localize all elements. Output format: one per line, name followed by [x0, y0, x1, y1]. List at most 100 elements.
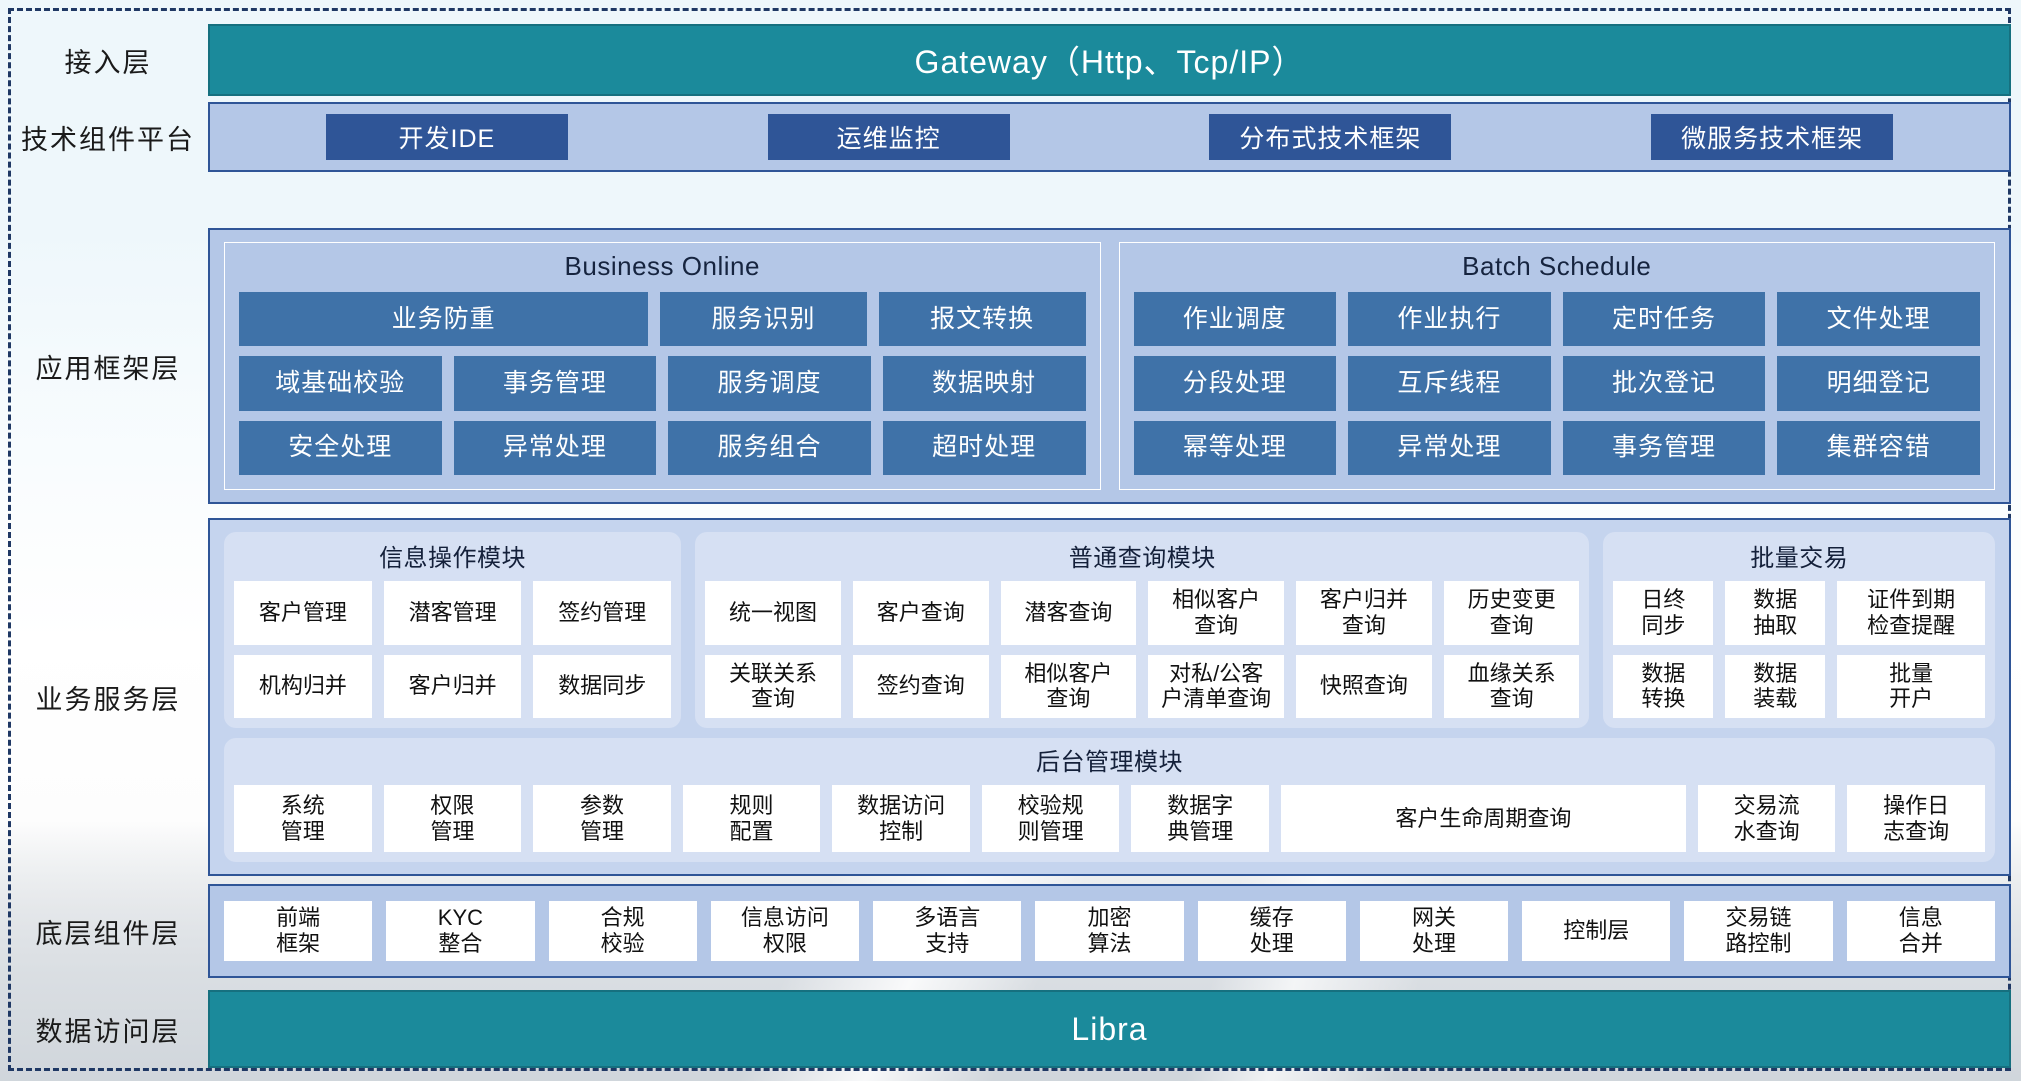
card-title-info-operation: 信息操作模块 [379, 545, 527, 572]
card-row: 数据 转换 数据 装载 批量 开户 [1613, 654, 1985, 718]
cell-prospect-query[interactable]: 潜客查询 [1000, 581, 1137, 645]
layer-row-tech: 技术组件平台 开发IDE 运维监控 分布式技术框架 微服务技术框架 [8, 102, 2011, 172]
cell-batch-account-open[interactable]: 批量 开户 [1837, 654, 1985, 718]
tech-chip-ide[interactable]: 开发IDE [325, 114, 568, 160]
cell-cluster-tolerance[interactable]: 集群容错 [1777, 420, 1980, 475]
cell-data-mapping[interactable]: 数据映射 [882, 356, 1086, 411]
cell-business-defense[interactable]: 业务防重 [239, 292, 649, 347]
cell-file-process[interactable]: 文件处理 [1777, 292, 1980, 347]
group-batch-schedule: Batch Schedule 作业调度 作业执行 定时任务 文件处理 分段处理 … [1118, 242, 1995, 490]
cell-timed-task[interactable]: 定时任务 [1562, 292, 1766, 347]
libra-bar[interactable]: Libra [208, 990, 2011, 1068]
cell-validation-rule-mgmt[interactable]: 校验规 则管理 [981, 785, 1120, 852]
cell-security-process[interactable]: 安全处理 [239, 420, 442, 475]
cell-customer-merge-query[interactable]: 客户归并 查询 [1296, 581, 1432, 645]
business-service-panel: 信息操作模块 客户管理 潜客管理 签约管理 机构归并 客户归并 数据同步 [208, 518, 2011, 876]
cell-idempotent[interactable]: 幂等处理 [1133, 420, 1337, 475]
layer-label-appframe: 应用框架层 [35, 353, 181, 384]
cell-contract-query[interactable]: 签约查询 [852, 654, 989, 718]
cell-service-identify[interactable]: 服务识别 [660, 292, 867, 347]
cell-data-access-control[interactable]: 数据访问 控制 [832, 785, 970, 852]
cell-unified-view[interactable]: 统一视图 [705, 581, 841, 645]
tech-chip-distributed[interactable]: 分布式技术框架 [1209, 114, 1452, 160]
cell-job-schedule[interactable]: 作业调度 [1133, 292, 1337, 347]
cell-detail-register[interactable]: 明细登记 [1777, 356, 1980, 411]
layer-row-business-service: 业务服务层 信息操作模块 客户管理 潜客管理 签约管理 [8, 518, 2011, 876]
cell-data-dictionary-mgmt[interactable]: 数据字 典管理 [1131, 785, 1270, 852]
component-strip: 前端 框架 KYC 整合 合规 校验 信息访问 权限 多语言 支持 加密 算法 … [208, 884, 2011, 978]
appframe-layer-body: Business Online 业务防重 服务识别 报文转换 域基础校验 事务管… [208, 228, 2011, 504]
access-layer-body: Gateway（Http、Tcp/IP） [208, 24, 2011, 96]
gateway-bar[interactable]: Gateway（Http、Tcp/IP） [208, 24, 2011, 96]
cell-transaction-batch[interactable]: 事务管理 [1562, 420, 1766, 475]
cell-permission-mgmt[interactable]: 权限 管理 [383, 785, 522, 852]
cell-contract-mgmt[interactable]: 签约管理 [533, 581, 672, 645]
cell-transaction-mgmt[interactable]: 事务管理 [453, 356, 657, 411]
cell-data-load[interactable]: 数据 装载 [1725, 654, 1826, 718]
cell-batch-register[interactable]: 批次登记 [1562, 356, 1766, 411]
cell-kinship-query[interactable]: 血缘关系 查询 [1443, 654, 1580, 718]
cell-transaction-flow-query[interactable]: 交易流 水查询 [1697, 785, 1836, 852]
cell-operation-log-query[interactable]: 操作日 志查询 [1847, 785, 1985, 852]
cell-private-corporate-list-query[interactable]: 对私/公客 户清单查询 [1148, 654, 1285, 718]
cell-domain-validate[interactable]: 域基础校验 [239, 356, 442, 411]
cell-customer-lifecycle-query[interactable]: 客户生命周期查询 [1281, 785, 1686, 852]
cell-customer-query[interactable]: 客户查询 [852, 581, 989, 645]
cell-similar-customer-query[interactable]: 相似客户 查询 [1148, 581, 1285, 645]
cell-info-merge[interactable]: 信息 合并 [1846, 901, 1995, 961]
group-row: 域基础校验 事务管理 服务调度 数据映射 [239, 356, 1086, 411]
cell-parameter-mgmt[interactable]: 参数 管理 [533, 785, 671, 852]
cell-rule-config[interactable]: 规则 配置 [682, 785, 821, 852]
cell-exception-process[interactable]: 异常处理 [453, 420, 657, 475]
card-row: 日终 同步 数据 抽取 证件到期 检查提醒 [1613, 581, 1985, 645]
cell-org-merge[interactable]: 机构归并 [234, 654, 372, 718]
cell-timeout-process[interactable]: 超时处理 [882, 420, 1086, 475]
layer-row-appframe: 应用框架层 Business Online 业务防重 服务识别 报文转换 域基础… [8, 228, 2011, 504]
layer-row-component: 底层组件层 前端 框架 KYC 整合 合规 校验 信息访问 权限 多语言 支持 … [8, 884, 2011, 978]
cell-gateway-processing[interactable]: 网关 处理 [1359, 901, 1509, 961]
cell-mutex-thread[interactable]: 互斥线程 [1348, 356, 1551, 411]
cell-kyc-integration[interactable]: KYC 整合 [386, 901, 535, 961]
cell-cert-expiry-reminder[interactable]: 证件到期 检查提醒 [1837, 581, 1985, 645]
layer-row-access: 接入层 Gateway（Http、Tcp/IP） [8, 24, 2011, 96]
component-layer-body: 前端 框架 KYC 整合 合规 校验 信息访问 权限 多语言 支持 加密 算法 … [208, 884, 2011, 978]
cell-service-compose[interactable]: 服务组合 [668, 420, 871, 475]
cell-history-change-query[interactable]: 历史变更 查询 [1443, 581, 1580, 645]
cell-message-transform[interactable]: 报文转换 [878, 292, 1086, 347]
cell-data-convert[interactable]: 数据 转换 [1613, 654, 1714, 718]
cell-eod-sync[interactable]: 日终 同步 [1613, 581, 1714, 645]
cell-data-sync[interactable]: 数据同步 [533, 654, 672, 718]
cell-multilanguage-support[interactable]: 多语言 支持 [873, 901, 1022, 961]
appframe-panel: Business Online 业务防重 服务识别 报文转换 域基础校验 事务管… [208, 228, 2011, 504]
cell-control-layer[interactable]: 控制层 [1522, 901, 1671, 961]
cell-transaction-link-control[interactable]: 交易链 路控制 [1684, 901, 1833, 961]
tech-chip-microservice[interactable]: 微服务技术框架 [1651, 114, 1894, 160]
tech-chip-monitor[interactable]: 运维监控 [767, 114, 1010, 160]
cell-segment-process[interactable]: 分段处理 [1133, 356, 1337, 411]
cell-system-mgmt[interactable]: 系统 管理 [234, 785, 372, 852]
cell-snapshot-query[interactable]: 快照查询 [1296, 654, 1432, 718]
cell-frontend-framework[interactable]: 前端 框架 [224, 901, 373, 961]
group-row: 作业调度 作业执行 定时任务 文件处理 [1133, 292, 1980, 347]
cell-cache-processing[interactable]: 缓存 处理 [1197, 901, 1346, 961]
cell-encryption-algorithm[interactable]: 加密 算法 [1035, 901, 1184, 961]
cell-similar-customer-query-2[interactable]: 相似客户 查询 [1000, 654, 1137, 718]
cell-relation-query[interactable]: 关联关系 查询 [705, 654, 841, 718]
cell-data-extract[interactable]: 数据 抽取 [1725, 581, 1826, 645]
cell-info-access-permission[interactable]: 信息访问 权限 [710, 901, 860, 961]
group-row: 分段处理 互斥线程 批次登记 明细登记 [1133, 356, 1980, 411]
cell-service-schedule[interactable]: 服务调度 [668, 356, 871, 411]
card-row: 机构归并 客户归并 数据同步 [234, 654, 672, 718]
layer-label-business-service: 业务服务层 [35, 684, 181, 715]
layer-label-component: 底层组件层 [35, 918, 181, 949]
cell-exception-batch[interactable]: 异常处理 [1348, 420, 1551, 475]
cell-job-execute[interactable]: 作业执行 [1348, 292, 1551, 347]
card-title-batch-transaction: 批量交易 [1750, 545, 1849, 572]
cell-compliance-check[interactable]: 合规 校验 [548, 901, 697, 961]
card-batch-transaction: 批量交易 日终 同步 数据 抽取 证件到期 检查提醒 数据 转换 数据 装载 批… [1603, 532, 1995, 728]
layer-label-data-access: 数据访问层 [35, 1016, 181, 1047]
cell-customer-merge[interactable]: 客户归并 [383, 654, 522, 718]
card-admin-module: 后台管理模块 系统 管理 权限 管理 参数 管理 规则 配置 数据访问 控制 校… [224, 738, 1995, 862]
cell-prospect-mgmt[interactable]: 潜客管理 [383, 581, 522, 645]
cell-customer-mgmt[interactable]: 客户管理 [234, 581, 372, 645]
